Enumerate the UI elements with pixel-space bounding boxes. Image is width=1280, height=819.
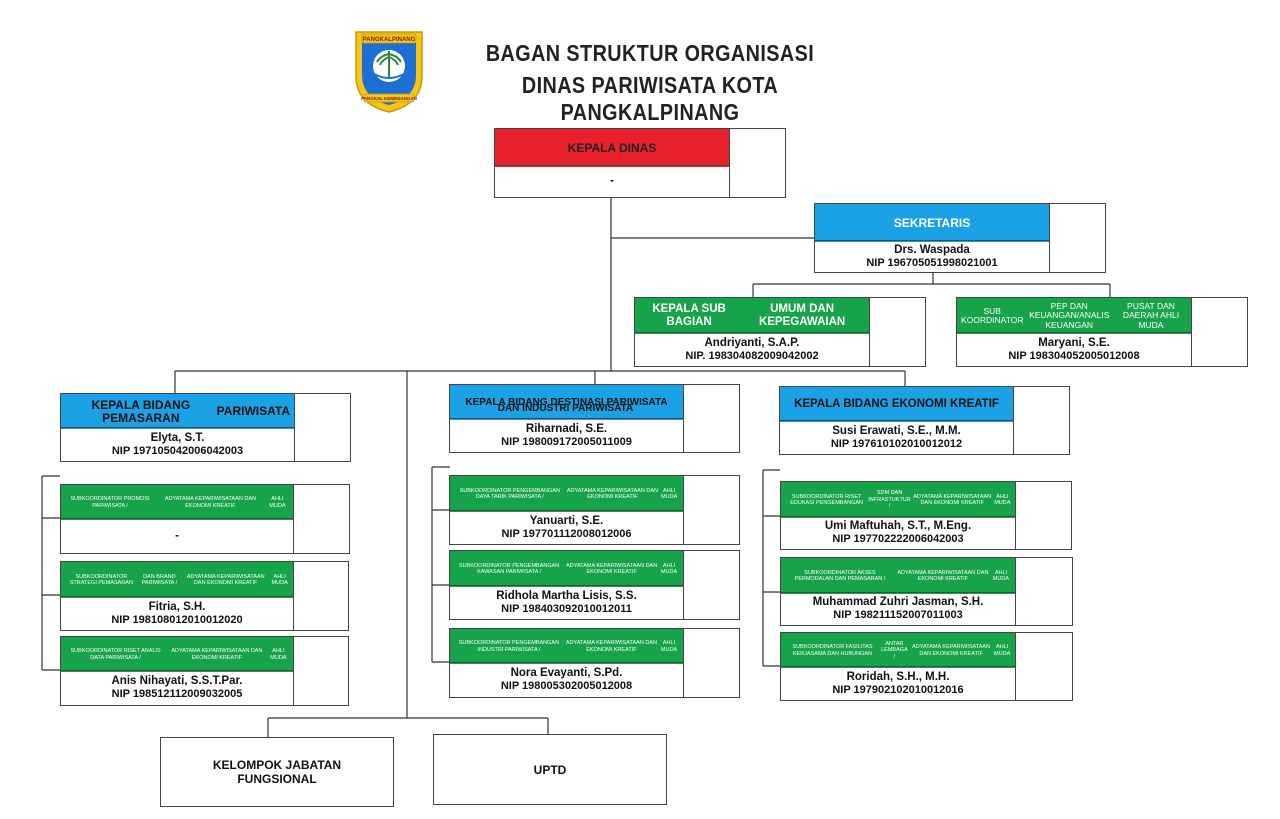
sekretaris-name: Drs. Waspada bbox=[894, 243, 970, 256]
sub-akses-title: SUBKOORDINATOR AKSES PERMODALAN DAN PEMA… bbox=[781, 558, 1015, 594]
sub-strategi-name: Fitria, S.H. bbox=[148, 600, 206, 613]
subkoor-pep-nip: NIP 198304052005012008 bbox=[1008, 349, 1140, 362]
sub-industri-box: SUBKOORDINATOR PENGEMBANGAN INDUSTRI PAR… bbox=[449, 628, 740, 698]
bidang-ekraf-title: KEPALA BIDANG EKONOMI KREATIF bbox=[780, 387, 1013, 422]
pangkalpinang-crest-logo: PANGKALPINANG PANGKAL KEMENANGAN bbox=[355, 31, 423, 113]
bidang-destinasi-nip: NIP 198009172005011009 bbox=[501, 435, 632, 448]
sub-strategi-nip: NIP 198108012010012020 bbox=[111, 613, 243, 626]
uptd-label: UPTD bbox=[533, 762, 567, 777]
chart-title-line-1: BAGAN STRUKTUR ORGANISASI bbox=[485, 40, 815, 66]
sub-kawasan-nip: NIP 198403092010012011 bbox=[501, 602, 632, 615]
sub-industri-nip: NIP 198005302005012008 bbox=[500, 680, 633, 692]
logo-text-top: PANGKALPINANG bbox=[363, 37, 416, 43]
bidang-ekraf-name: Susi Erawati, S.E., M.M. bbox=[832, 424, 961, 437]
sub-promosi-title: SUBKOORDINATOR PROMOSI PARIWISATA /ADYAT… bbox=[61, 485, 293, 520]
sub-edukasi-box: SUBKOORDINATOR RISET EDUKASI PENGEMBANGA… bbox=[780, 481, 1072, 550]
sub-industri-title: SUBKOORDINATOR PENGEMBANGAN INDUSTRI PAR… bbox=[450, 629, 683, 664]
sub-edukasi-title: SUBKOORDINATOR RISET EDUKASI PENGEMBANGA… bbox=[781, 482, 1015, 518]
sub-fasilitas-title: SUBKOORDINATOR FASILITAS KERJASAMA DAN H… bbox=[781, 633, 1015, 668]
kepala-dinas-title: KEPALA DINAS bbox=[495, 129, 729, 167]
kepala-dinas-name: - bbox=[610, 175, 614, 187]
sub-kawasan-box: SUBKOORDINATOR PENGEMBANGAN KAWASAN PARI… bbox=[449, 550, 740, 620]
subkoor-pep-name: Maryani, S.E. bbox=[1038, 336, 1110, 349]
logo-text-bottom: PANGKAL KEMENANGAN bbox=[361, 96, 417, 101]
sub-fasilitas-nip: NIP 197902102010012016 bbox=[832, 683, 964, 696]
sub-fasilitas-box: SUBKOORDINATOR FASILITAS KERJASAMA DAN H… bbox=[780, 632, 1073, 701]
subbag-umum-name: Andriyanti, S.A.P. bbox=[704, 336, 800, 349]
bidang-ekraf-nip: NIP 197610102010012012 bbox=[830, 437, 963, 450]
sub-kawasan-name: Ridhola Martha Lisis, S.S. bbox=[496, 589, 637, 602]
sub-riset-data-box: SUBKOORDINATOR RISET ANALIS DATA PARIWIS… bbox=[60, 636, 349, 706]
kelompok-jabatan-line-1: KELOMPOK JABATAN bbox=[212, 758, 342, 772]
sub-edukasi-nip: NIP 197702222006042003 bbox=[832, 533, 964, 545]
kelompok-jabatan-line-2: FUNGSIONAL bbox=[237, 772, 317, 786]
sub-daya-tarik-box: SUBKOORDINATOR PENGEMBANGAN DAYA TARIK P… bbox=[449, 475, 740, 545]
sub-promosi-name: - bbox=[175, 529, 179, 542]
sub-edukasi-name: Umi Maftuhah, S.T., M.Eng. bbox=[824, 520, 972, 532]
bidang-pemasaran-name: Elyta, S.T. bbox=[150, 431, 205, 444]
sekretaris-title: SEKRETARIS bbox=[815, 204, 1049, 242]
sekretaris-box: SEKRETARIS Drs. Waspada NIP 196705051998… bbox=[814, 203, 1106, 273]
sub-riset-data-name: Anis Nihayati, S.S.T.Par. bbox=[111, 675, 243, 687]
sub-fasilitas-name: Roridah, S.H., M.H. bbox=[846, 670, 950, 683]
uptd-box: UPTD bbox=[433, 734, 667, 805]
bidang-destinasi-title-line-2: DAN INDUSTRI PARIWISATA bbox=[497, 403, 634, 414]
kelompok-jabatan-fungsional-box: KELOMPOK JABATAN FUNGSIONAL bbox=[160, 737, 394, 807]
sub-daya-tarik-name: Yanuarti, S.E. bbox=[529, 514, 604, 527]
sub-akses-name: Muhammad Zuhri Jasman, S.H. bbox=[812, 596, 984, 608]
sub-riset-data-nip: NIP 198512112009032005 bbox=[111, 688, 243, 700]
sub-riset-data-title: SUBKOORDINATOR RISET ANALIS DATA PARIWIS… bbox=[61, 637, 293, 672]
bidang-destinasi-title: KEPALA BIDANG DESTINASI PARIWISATA bbox=[450, 385, 683, 420]
sub-daya-tarik-title: SUBKOORDINATOR PENGEMBANGAN DAYA TARIK P… bbox=[450, 476, 683, 512]
subbag-umum-nip: NIP. 198304082009042002 bbox=[685, 349, 819, 362]
sub-promosi-box: SUBKOORDINATOR PROMOSI PARIWISATA /ADYAT… bbox=[60, 484, 350, 554]
bidang-destinasi-box: KEPALA BIDANG DESTINASI PARIWISATA Rihar… bbox=[449, 384, 740, 453]
sub-kawasan-title: SUBKOORDINATOR PENGEMBANGAN KAWASAN PARI… bbox=[450, 551, 683, 587]
sub-akses-box: SUBKOORDINATOR AKSES PERMODALAN DAN PEMA… bbox=[780, 557, 1073, 626]
sub-industri-name: Nora Evayanti, S.Pd. bbox=[510, 667, 623, 679]
sub-akses-nip: NIP 198211152007011003 bbox=[833, 609, 963, 621]
bidang-pemasaran-nip: NIP 197105042006042003 bbox=[111, 444, 244, 457]
chart-title-line-2: DINAS PARIWISATA KOTA PANGKALPINANG bbox=[521, 72, 779, 125]
bidang-ekraf-box: KEPALA BIDANG EKONOMI KREATIF Susi Erawa… bbox=[779, 386, 1070, 455]
bidang-destinasi-name: Riharnadi, S.E. bbox=[525, 422, 608, 435]
kepala-dinas-box: KEPALA DINAS - bbox=[494, 128, 786, 198]
sekretaris-nip: NIP 196705051998021001 bbox=[866, 256, 998, 269]
sub-daya-tarik-nip: NIP 197701112008012006 bbox=[501, 527, 632, 540]
